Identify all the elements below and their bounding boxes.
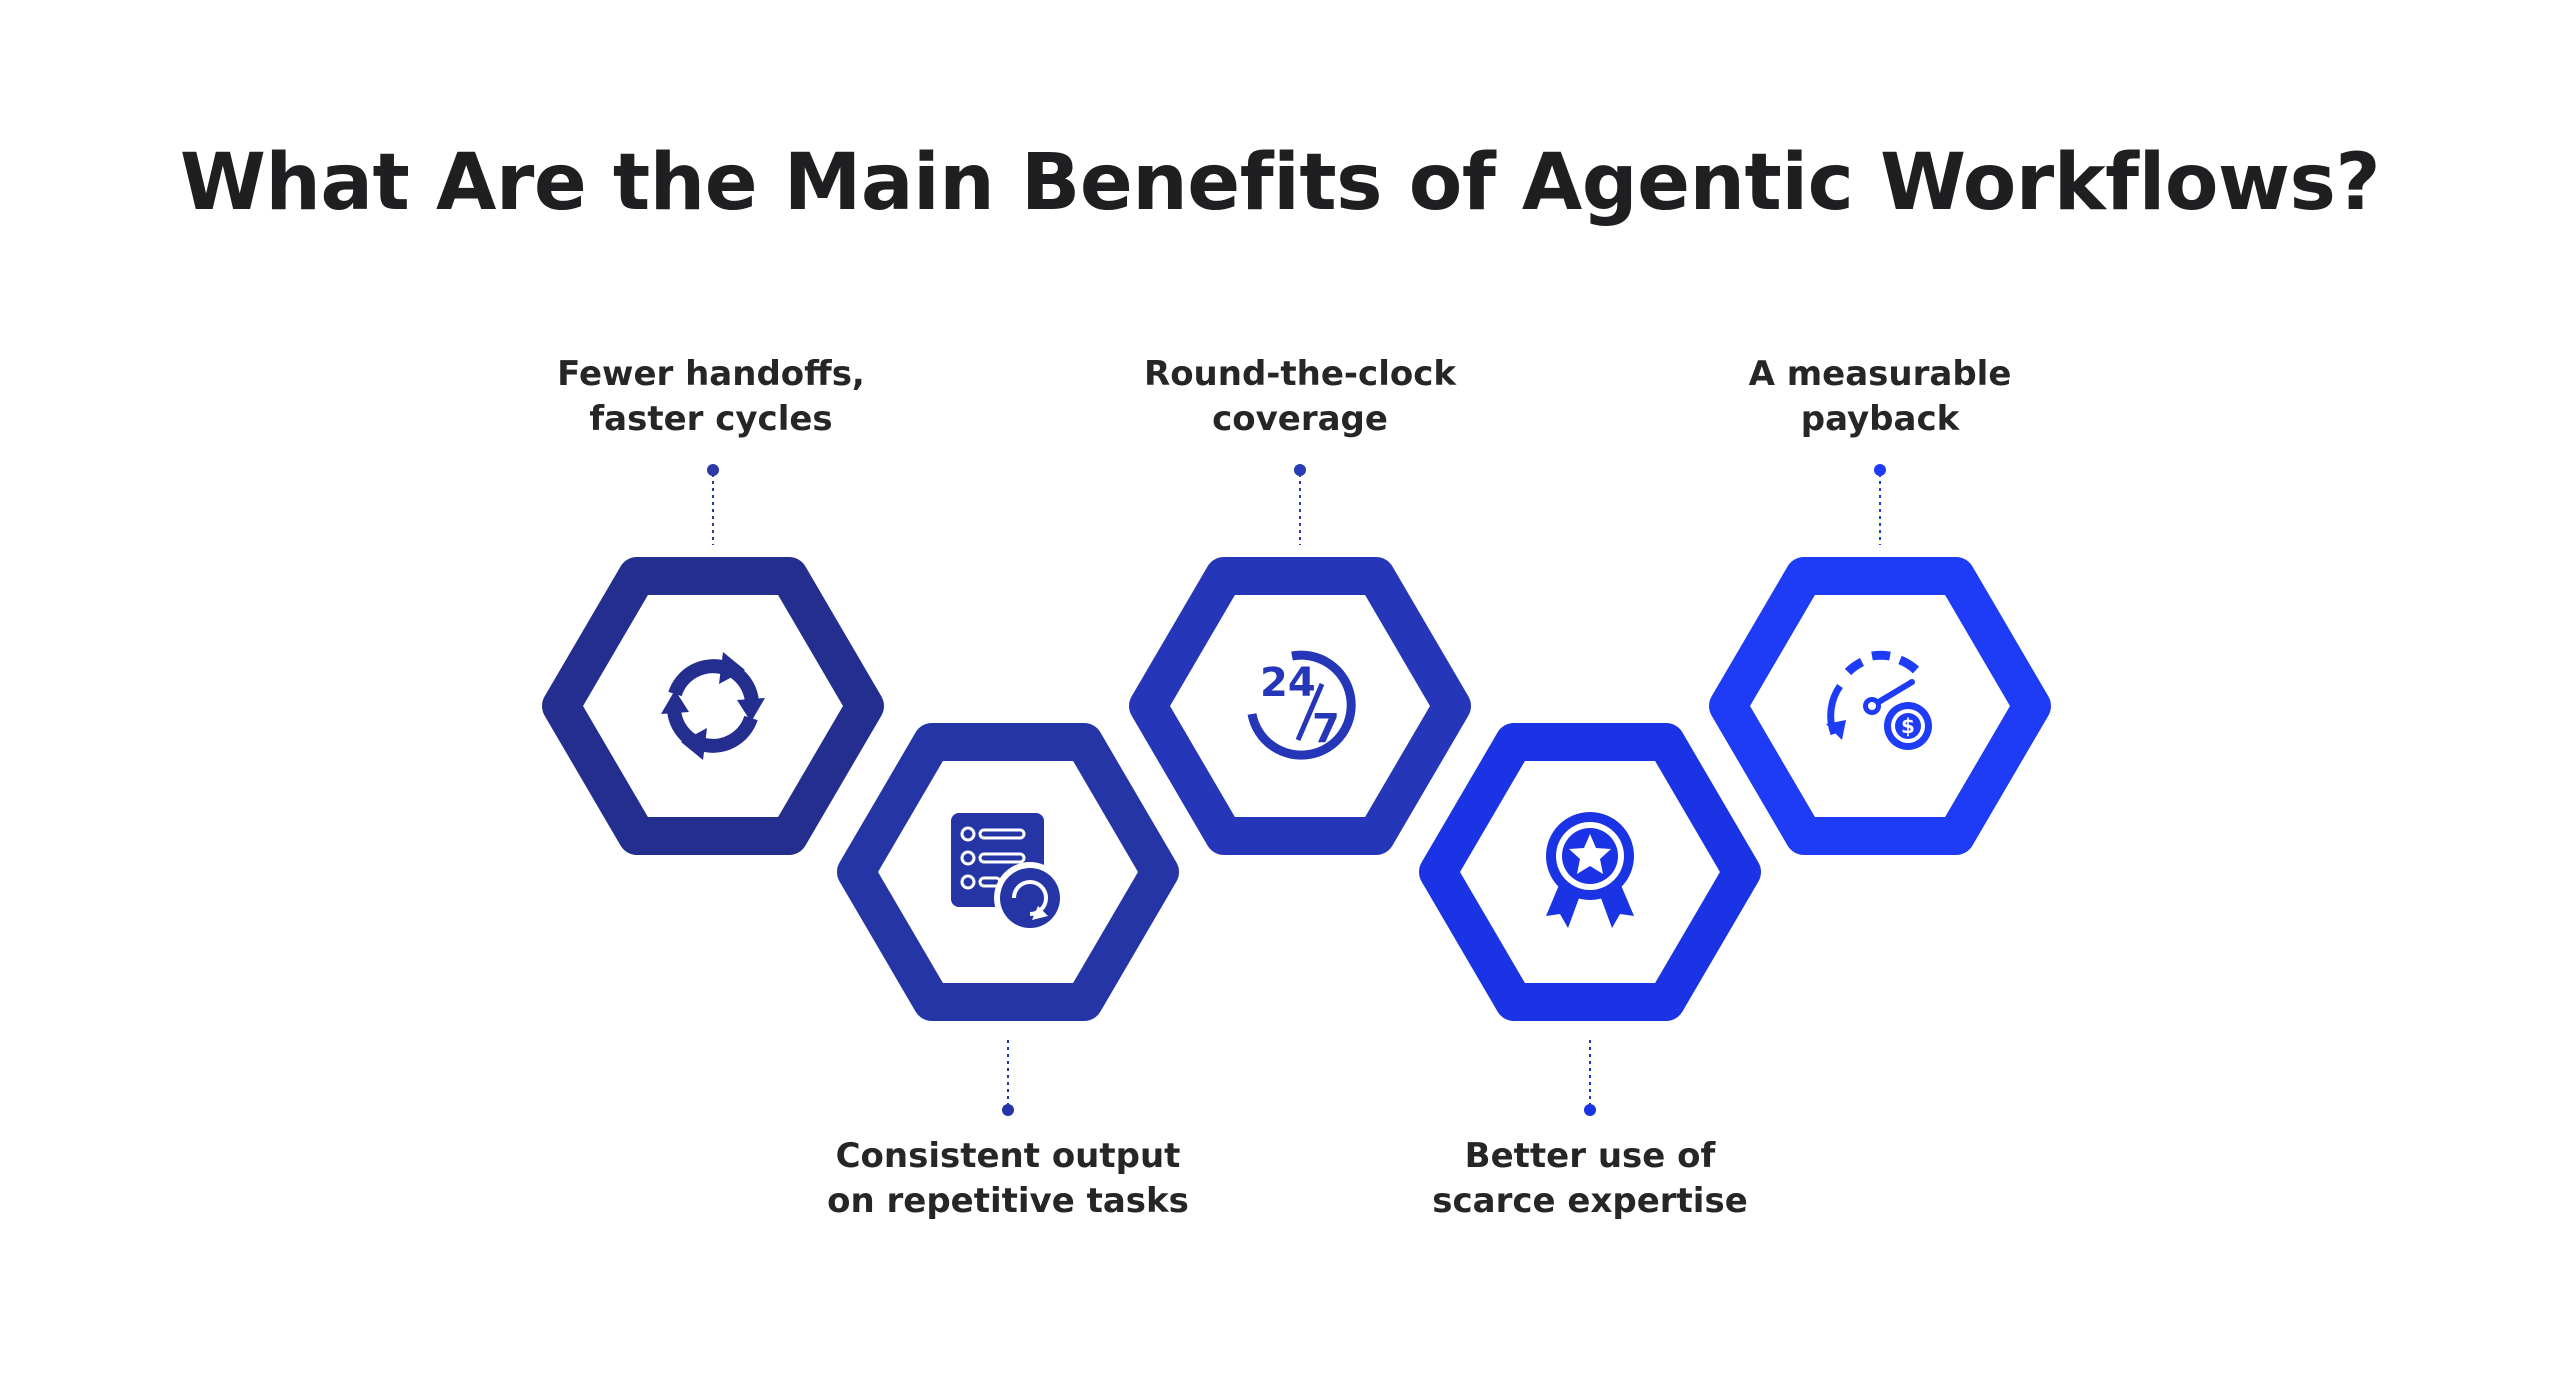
benefit-label-1-line-1: Fewer handoffs, [557,354,865,394]
benefit-label-2: Consistent output on repetitive tasks [788,1134,1228,1224]
cycle-arrows-icon [661,652,765,760]
benefit-label-4-line-1: Better use of [1464,1136,1716,1176]
benefit-label-4: Better use of scarce expertise [1370,1134,1810,1224]
task-list-refresh-icon [951,813,1066,934]
benefit-label-5: A measurable payback [1660,352,2100,442]
hexagon-3 [1129,557,1471,855]
connector-2 [1002,1040,1014,1116]
benefit-label-4-line-2: scarce expertise [1432,1181,1748,1221]
page-title: What Are the Main Benefits of Agentic Wo… [179,138,2381,228]
benefit-label-3: Round-the-clock coverage [1080,352,1520,442]
benefit-label-2-line-2: on repetitive tasks [827,1181,1189,1221]
hexagon-1 [542,557,884,855]
connector-5 [1874,464,1886,545]
benefit-label-3-line-1: Round-the-clock [1144,354,1456,394]
connector-1 [707,464,719,545]
clock-7-text: 7 [1312,706,1340,752]
award-ribbon-icon [1546,812,1634,928]
clock-24-7-icon: 24 7 [1247,650,1356,760]
benefit-label-1-line-2: faster cycles [589,399,833,439]
clock-24-text: 24 [1260,660,1316,706]
connector-3 [1294,464,1306,545]
benefit-label-1: Fewer handoffs, faster cycles [491,352,931,442]
connector-4 [1584,1040,1596,1116]
benefit-label-3-line-2: coverage [1212,399,1388,439]
svg-text:$: $ [1901,714,1915,738]
benefit-label-5-line-1: A measurable [1748,354,2012,394]
speedometer-dollar-icon: $ [1826,650,1932,750]
benefit-label-5-line-2: payback [1800,399,1960,439]
benefit-label-2-line-1: Consistent output [835,1136,1181,1176]
